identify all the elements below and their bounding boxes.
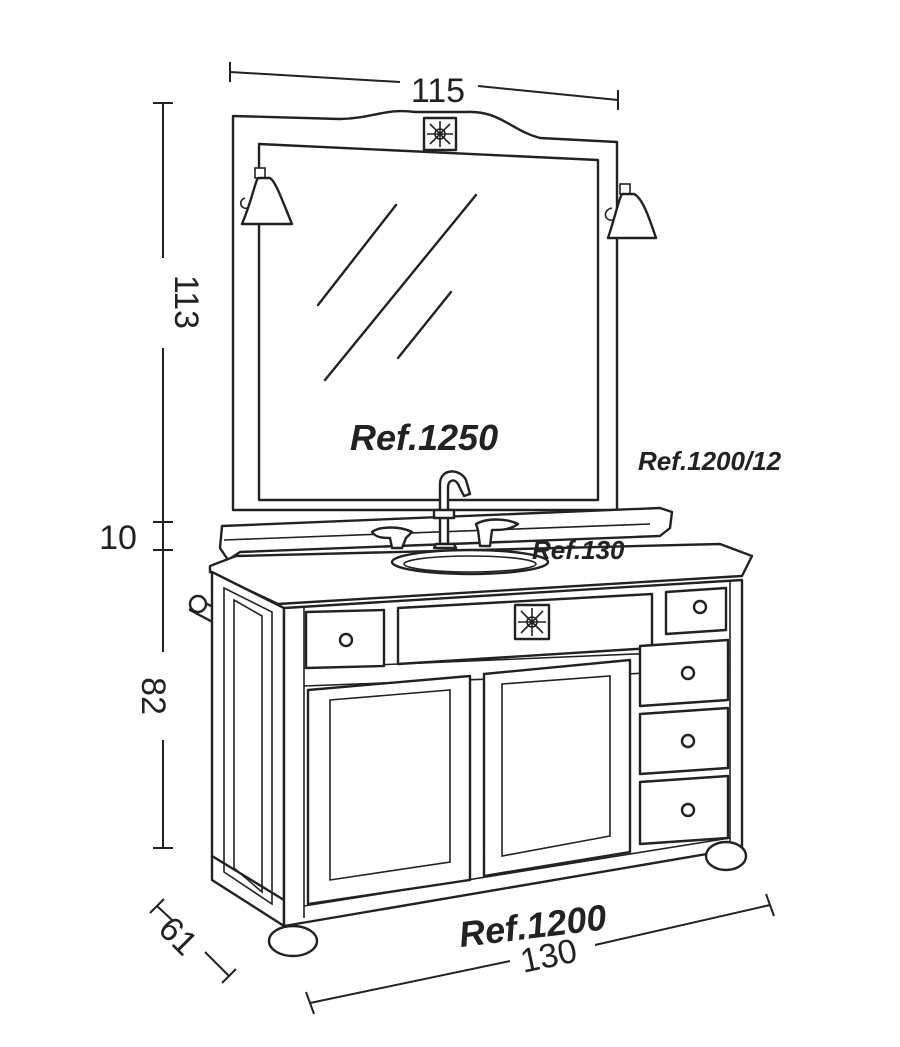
dimension-label-61: 61 <box>151 909 205 963</box>
dimension-label-113: 113 <box>167 275 205 329</box>
ref-label-mirror: Ref.1250 <box>350 417 498 458</box>
mirror-frame <box>231 109 619 512</box>
dimension-label-115: 115 <box>411 72 465 110</box>
dimension-mirror-width: 115 <box>229 62 619 110</box>
lamp-left <box>239 167 294 226</box>
drawer-stack-right <box>638 638 730 846</box>
ref-label-basin: Ref.130 <box>532 535 625 565</box>
faucet <box>370 470 520 550</box>
door-left <box>306 674 472 906</box>
drawer-top-left <box>304 608 386 670</box>
dimension-label-10: 10 <box>99 519 137 557</box>
dimension-mirror-height: 113 <box>153 102 205 523</box>
dimension-backsplash-height: 10 <box>99 519 173 557</box>
dimension-label-82: 82 <box>134 677 172 715</box>
feet <box>267 840 748 958</box>
dimension-cabinet-depth: 61 <box>149 898 237 984</box>
drawer-top-right <box>664 586 728 636</box>
door-right <box>482 658 632 878</box>
dimension-cabinet-height: 82 <box>134 550 173 849</box>
cabinet <box>210 570 744 928</box>
lamp-right <box>604 183 658 240</box>
drawer-top-center <box>396 592 654 666</box>
mirror-crest-ornament <box>422 116 458 152</box>
ref-label-lamps: Ref.1200/12 <box>638 446 782 476</box>
basin <box>390 548 550 576</box>
mirror-reflection-lines <box>316 193 478 382</box>
ref-label-cabinet: Ref.1200 <box>457 896 609 955</box>
